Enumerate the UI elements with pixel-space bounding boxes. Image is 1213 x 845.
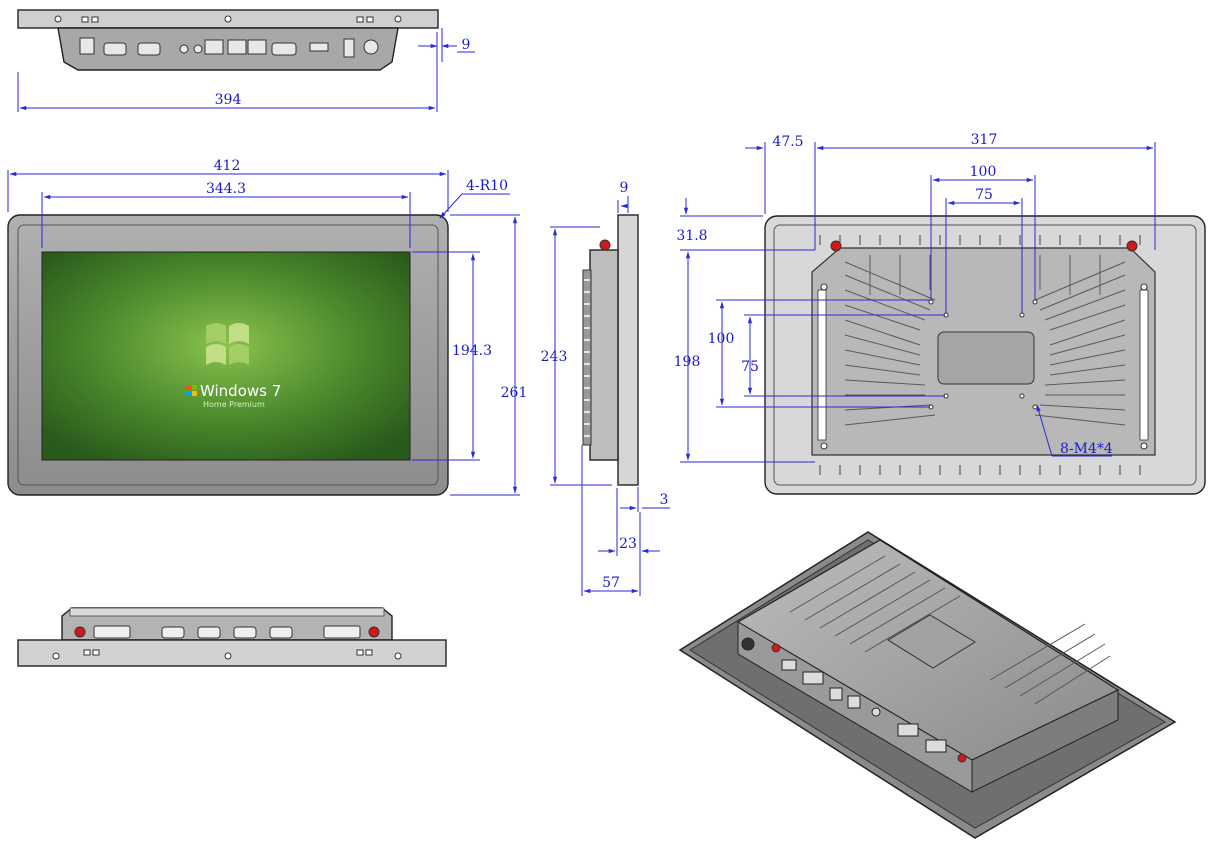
dim-front-width: 412 — [214, 158, 241, 174]
dim-back-top-offset: 31.8 — [676, 228, 707, 244]
dim-vesa-75-v: 75 — [741, 359, 759, 375]
top-view: 394 9 — [17, 9, 475, 112]
windows-logo-icon — [206, 323, 249, 365]
dim-side-top: 9 — [620, 180, 629, 196]
os-edition: Home Premium — [203, 400, 265, 409]
dim-corner-radius: 4-R10 — [466, 178, 508, 194]
dim-screw-spec: 8-M4*4 — [1060, 441, 1113, 457]
windows-small-flag-icon — [186, 385, 197, 396]
dim-side-body: 23 — [619, 536, 637, 552]
dim-back-left-offset: 47.5 — [772, 134, 803, 150]
back-view: 47.5 317 100 75 31.8 198 100 75 — [674, 132, 1206, 495]
front-screen — [41, 251, 411, 461]
dim-vesa-75-h: 75 — [975, 187, 993, 203]
bottom-flange — [17, 639, 447, 667]
bottom-view — [17, 607, 447, 667]
back-center-plate — [937, 331, 1035, 385]
side-bezel — [617, 214, 639, 486]
side-body — [589, 249, 619, 461]
dim-back-hole-height: 198 — [674, 354, 701, 370]
top-flange-holes — [54, 15, 402, 23]
dim-back-hole-span: 317 — [971, 132, 998, 148]
side-view: 9 243 3 23 57 — [541, 180, 670, 596]
front-view: Windows 7 Home Premium 412 344.3 4-R10 1… — [7, 158, 528, 496]
dim-vesa-100-h: 100 — [970, 164, 997, 180]
bottom-io-ports — [74, 625, 380, 639]
dim-front-height: 261 — [501, 385, 528, 401]
dim-screen-width: 344.3 — [206, 181, 246, 197]
os-title: Windows 7 — [200, 382, 281, 400]
dim-top-width: 394 — [215, 92, 242, 108]
iso-io-ports — [741, 637, 947, 753]
dim-side-bezel: 3 — [660, 492, 669, 508]
dim-side-total: 57 — [602, 575, 620, 591]
dim-screen-height: 194.3 — [452, 343, 492, 359]
isometric-view — [678, 531, 1177, 839]
dim-top-depth: 9 — [462, 37, 471, 53]
dim-vesa-100-v: 100 — [708, 331, 735, 347]
dim-side-height: 243 — [541, 349, 568, 365]
top-io-ports — [79, 37, 379, 58]
